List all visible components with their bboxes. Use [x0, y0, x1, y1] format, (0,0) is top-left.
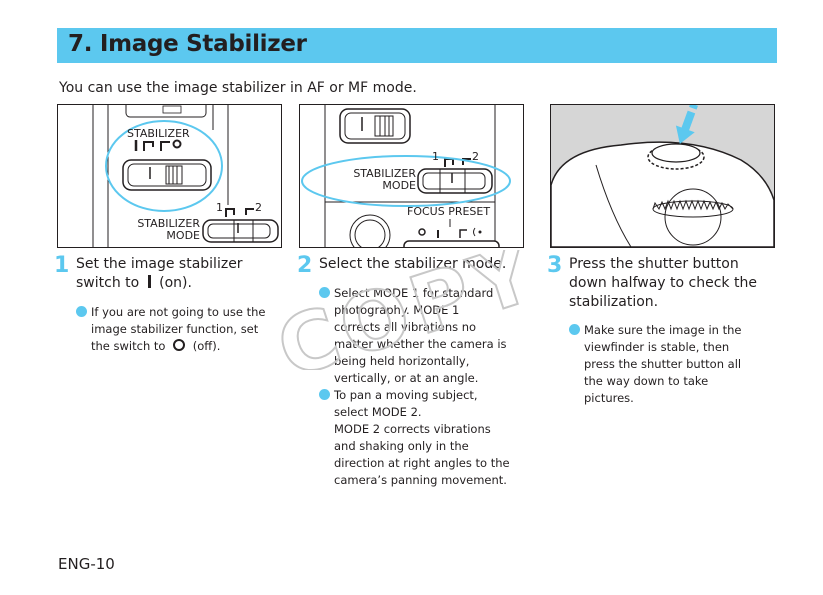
- intro-text: You can use the image stabilizer in AF o…: [59, 80, 417, 96]
- stabilizer-switch-drawing: [92, 105, 279, 247]
- step-2-text: Select the stabilizer mode.: [319, 256, 507, 272]
- step-1-text: Set the image stabilizer switch to (on).: [76, 256, 243, 291]
- shutter-button-drawing: [551, 105, 774, 247]
- on-symbol-icon: [147, 275, 151, 288]
- stabilizer-mode-drawing: [301, 105, 511, 247]
- title-bar: 7. Image Stabilizer: [57, 28, 777, 63]
- step-3-number: 3: [547, 253, 563, 278]
- focus-preset-label: FOCUS PRESET: [407, 205, 491, 218]
- mode-2-label: 2: [472, 150, 479, 163]
- shutter-button-illustration: [550, 104, 775, 248]
- bullet-dot-icon: [569, 324, 580, 335]
- page-number: ENG-10: [58, 555, 115, 573]
- step-2-bullet-2: To pan a moving subject, select MODE 2. …: [319, 387, 534, 489]
- mode-1-label: 1: [216, 201, 223, 214]
- page-title: 7. Image Stabilizer: [68, 31, 307, 57]
- off-symbol-icon: [173, 339, 186, 351]
- step-1-number: 1: [54, 253, 70, 278]
- bullet-dot-icon: [76, 306, 87, 317]
- step-2-bullet-1: Select MODE 1 for standard photography. …: [319, 285, 534, 387]
- mode-2-label: 2: [255, 201, 262, 214]
- bullet-dot-icon: [319, 389, 330, 400]
- bullet-dot-icon: [319, 287, 330, 298]
- step-1-bullet: If you are not going to use the image st…: [76, 304, 286, 355]
- step-3-bullet: Make sure the image in the viewfinder is…: [569, 322, 769, 407]
- step-3-text: Press the shutter button down halfway to…: [569, 256, 757, 310]
- stabilizer-label: STABILIZER: [127, 127, 190, 140]
- mode-1-label: 1: [432, 150, 439, 163]
- step-2-number: 2: [297, 253, 313, 278]
